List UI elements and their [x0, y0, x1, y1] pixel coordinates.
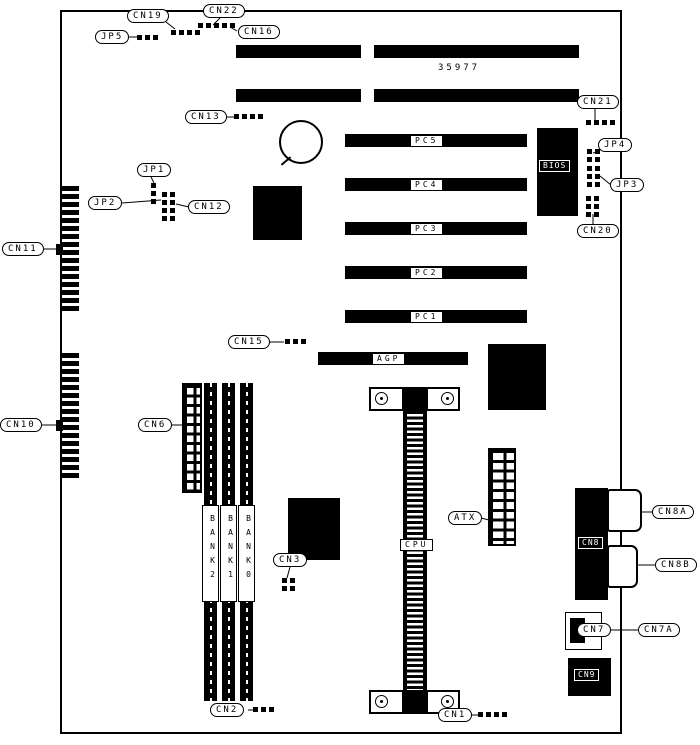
cpu-slot-bottom-end [402, 692, 428, 712]
mounting-hole-icon [375, 392, 388, 405]
pci-slot-label-pc5: PC5 [410, 135, 444, 147]
edge-connector-cn11 [62, 186, 79, 311]
pin-header-cn19 [171, 30, 176, 35]
callout-cn3: CN3 [273, 553, 308, 567]
mounting-hole-icon [441, 392, 454, 405]
callout-cn6: CN6 [138, 418, 173, 432]
serial-port-cn8b [607, 545, 638, 588]
callout-atx: ATX [448, 511, 483, 525]
callout-jp2: JP2 [88, 196, 123, 210]
atx-power-connector [488, 448, 516, 546]
isa-slot-bar-4 [374, 89, 579, 102]
isa-slot-bar-1 [236, 45, 361, 58]
callout-cn13: CN13 [185, 110, 227, 124]
callout-jp4: JP4 [598, 138, 633, 152]
cpu-slot-label: CPU [400, 539, 434, 551]
jumper-jp2-cn12 [162, 192, 167, 197]
cn6-connector [182, 383, 202, 493]
bios-chip [537, 128, 578, 216]
chip-north [253, 186, 302, 240]
pin-header-cn2 [253, 707, 258, 712]
pci-slot-label-pc3: PC3 [410, 223, 444, 235]
isa-slot-bar-2 [374, 45, 579, 58]
callout-cn7: CN7 [577, 623, 612, 637]
callout-cn20: CN20 [577, 224, 619, 238]
callout-cn10: CN10 [0, 418, 42, 432]
cn8-label: CN8 [578, 537, 604, 549]
pin-header-cn22 [198, 23, 203, 28]
chip-io [288, 498, 340, 560]
pin-header-cn21 [586, 120, 591, 125]
callout-cn2: CN2 [210, 703, 245, 717]
jumper-jp3 [587, 166, 592, 171]
edge-connector-cn10-key [56, 420, 63, 431]
callout-jp3: JP3 [610, 178, 645, 192]
callout-cn16: CN16 [238, 25, 280, 39]
pin-header-cn20 [586, 196, 591, 201]
part-number: 35977 [438, 63, 481, 73]
cpu-slot-top-end [402, 389, 428, 409]
pci-slot-label-pc1: PC1 [410, 311, 444, 323]
callout-cn19: CN19 [127, 9, 169, 23]
callout-jp5: JP5 [95, 30, 130, 44]
bank2-label: BANK2 [202, 505, 219, 602]
callout-jp1: JP1 [137, 163, 172, 177]
jumper-jp4 [587, 149, 592, 154]
jumper-jp1 [151, 183, 156, 188]
pin-header-cn1 [478, 712, 483, 717]
mounting-hole-icon [441, 695, 454, 708]
callout-cn8b: CN8B [655, 558, 697, 572]
pin-header-cn13 [234, 114, 239, 119]
callout-cn1: CN1 [438, 708, 473, 722]
callout-cn22: CN22 [203, 4, 245, 18]
pin-header-cn3 [282, 578, 287, 583]
callout-cn8a: CN8A [652, 505, 694, 519]
callout-cn15: CN15 [228, 335, 270, 349]
pin-header-cn15 [285, 339, 290, 344]
parallel-port-cn8a [607, 489, 642, 532]
isa-slot-bar-3 [236, 89, 361, 102]
battery [279, 120, 323, 164]
agp-slot-label: AGP [372, 353, 406, 365]
pci-slot-label-pc2: PC2 [410, 267, 444, 279]
edge-connector-cn11-key [56, 244, 63, 255]
bank1-label: BANK1 [220, 505, 237, 602]
edge-connector-cn10 [62, 353, 79, 481]
callout-cn12: CN12 [188, 200, 230, 214]
pin-header-jp5 [137, 35, 142, 40]
mounting-hole-icon [375, 695, 388, 708]
callout-cn11: CN11 [2, 242, 44, 256]
callout-cn21: CN21 [577, 95, 619, 109]
cn9-label: CN9 [574, 669, 600, 681]
callout-cn7a: CN7A [638, 623, 680, 637]
pci-slot-label-pc4: PC4 [410, 179, 444, 191]
bank0-label: BANK0 [238, 505, 255, 602]
chip-south [488, 344, 546, 410]
bios-chip-label: BIOS [539, 160, 571, 172]
